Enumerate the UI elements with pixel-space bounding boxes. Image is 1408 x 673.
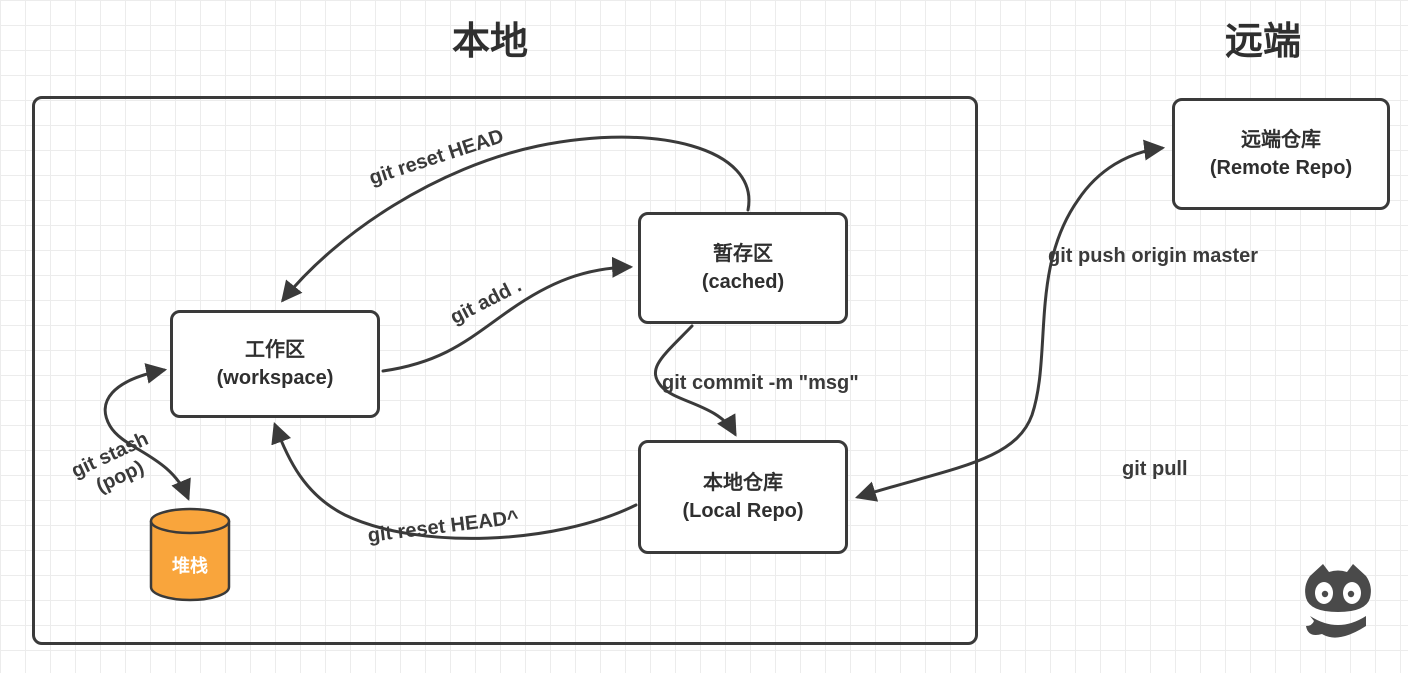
remote-section-title: 远端 xyxy=(1224,21,1301,63)
node-stack: 堆栈 xyxy=(148,506,232,604)
node-cached-subtitle: (cached) xyxy=(701,271,785,293)
node-local-repo: 本地仓库 (Local Repo) xyxy=(638,440,848,554)
github-octocat-icon xyxy=(1305,564,1371,638)
node-local-repo-subtitle: (Local Repo) xyxy=(682,500,804,522)
node-local-repo-name: 本地仓库 xyxy=(703,472,783,494)
node-workspace-name: 工作区 xyxy=(245,339,305,361)
node-remote-repo-name: 远端仓库 xyxy=(1241,129,1321,151)
node-workspace-subtitle: (workspace) xyxy=(216,367,334,389)
node-workspace: 工作区 (workspace) xyxy=(170,310,380,418)
node-remote-repo-subtitle: (Remote Repo) xyxy=(1209,157,1353,179)
edge-label-git-pull: git pull xyxy=(1122,458,1188,480)
local-section-title: 本地 xyxy=(451,21,528,63)
node-remote-repo: 远端仓库 (Remote Repo) xyxy=(1172,98,1390,210)
node-stack-name: 堆栈 xyxy=(172,556,208,576)
node-cached-name: 暂存区 xyxy=(713,243,773,265)
edge-label-git-commit: git commit -m "msg" xyxy=(662,372,859,394)
edge-label-git-push: git push origin master xyxy=(1048,245,1259,267)
stack-cylinder-icon xyxy=(149,507,231,602)
node-cached: 暂存区 (cached) xyxy=(638,212,848,324)
